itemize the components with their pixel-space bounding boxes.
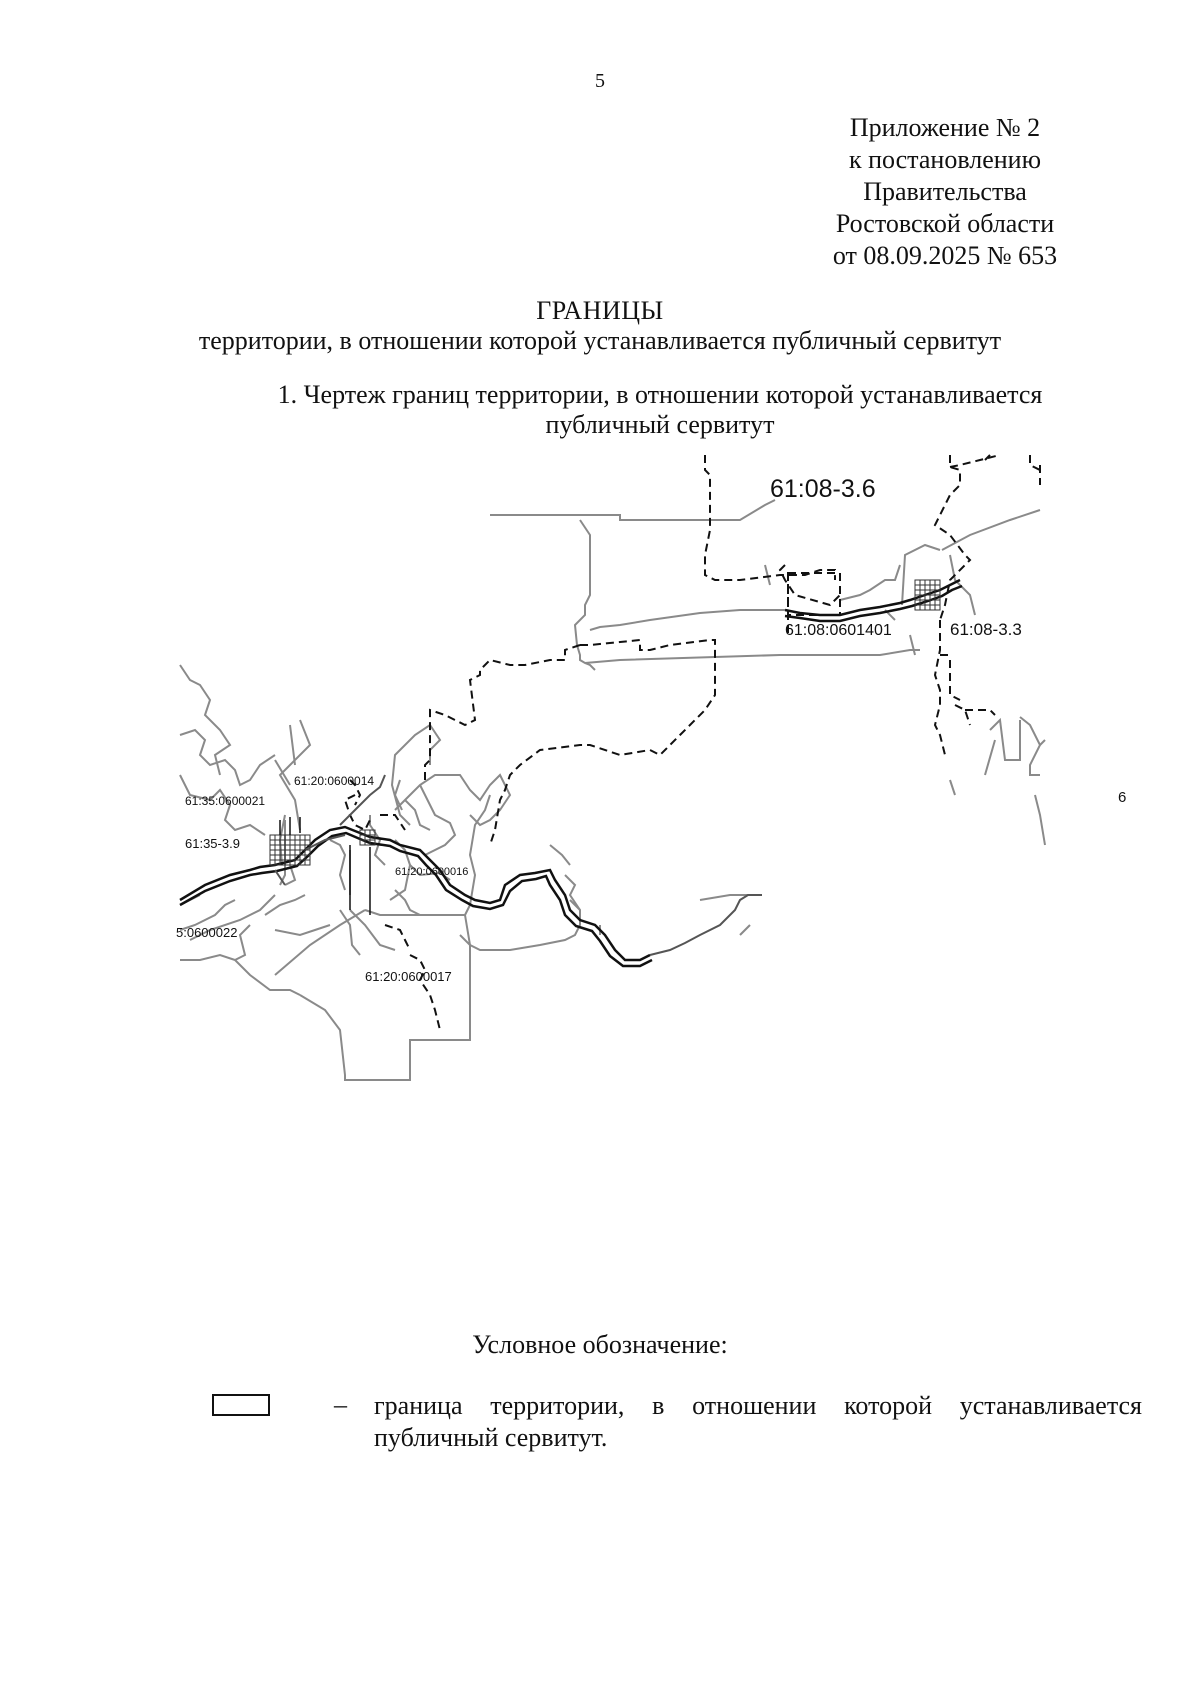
annex-line: Правительства	[863, 177, 1027, 206]
annex-line: к постановлению	[848, 145, 1042, 174]
servitude-route	[179, 825, 653, 968]
annex-line: Ростовской области	[835, 209, 1055, 238]
section-heading: 1. Чертеж границ территории, в отношении…	[230, 380, 1090, 440]
map-label-parcel-61-20-0600014: 61:20:0600014	[294, 774, 374, 788]
document-subtitle: территории, в отношении которой устанавл…	[198, 326, 1002, 355]
map-label-cut-6: 6	[1118, 789, 1126, 806]
map-label-parcel-61-08-0601401: 61:08:0601401	[785, 622, 892, 639]
road-lines	[274, 774, 762, 956]
legend-text: граница территории, в отношении которой …	[374, 1391, 1142, 1452]
map-label-parcel-0600022: 5:0600022	[176, 925, 237, 940]
map-label-parcel-61-35-0600021: 61:35:0600021	[185, 794, 265, 808]
boundary-map: 61:08-3.6 61:08:0601401 61:08-3.3 61:20:…	[176, 454, 1126, 1081]
map-label-parcel-61-20-0600016: 61:20:0600016	[395, 866, 468, 878]
map-label-zone-61-08-3-6: 61:08-3.6	[770, 475, 876, 503]
annex-line: Приложение № 2	[849, 113, 1041, 142]
map-label-parcel-61-20-0600017: 61:20:0600017	[365, 969, 452, 984]
section-heading-line: публичный сервитут	[545, 410, 775, 439]
boundary-swatch	[212, 1394, 270, 1416]
page-number: 5	[595, 70, 605, 92]
section-heading-line: 1. Чертеж границ территории, в отношении…	[277, 380, 1043, 409]
legend-item: – граница территории, в отношении которо…	[212, 1390, 1142, 1490]
servitude-area-box	[787, 572, 841, 635]
quarter-boundaries-dashed	[343, 454, 1041, 1031]
map-label-zone-61-08-3-3: 61:08-3.3	[950, 620, 1022, 639]
legend-dash: –	[334, 1390, 347, 1419]
parcel-outlines	[279, 817, 371, 915]
document-title: ГРАНИЦЫ	[536, 296, 664, 325]
settlement-hatch	[269, 579, 941, 866]
road-northwest	[589, 609, 785, 631]
map-label-zone-61-35-3-9: 61:35-3.9	[185, 836, 240, 851]
legend-heading: Условное обозначение:	[472, 1330, 728, 1359]
annex-block: Приложение № 2 к постановлению Правитель…	[760, 112, 1130, 272]
annex-line: от 08.09.2025 № 653	[832, 241, 1058, 270]
cadastral-lines	[179, 499, 1046, 1081]
